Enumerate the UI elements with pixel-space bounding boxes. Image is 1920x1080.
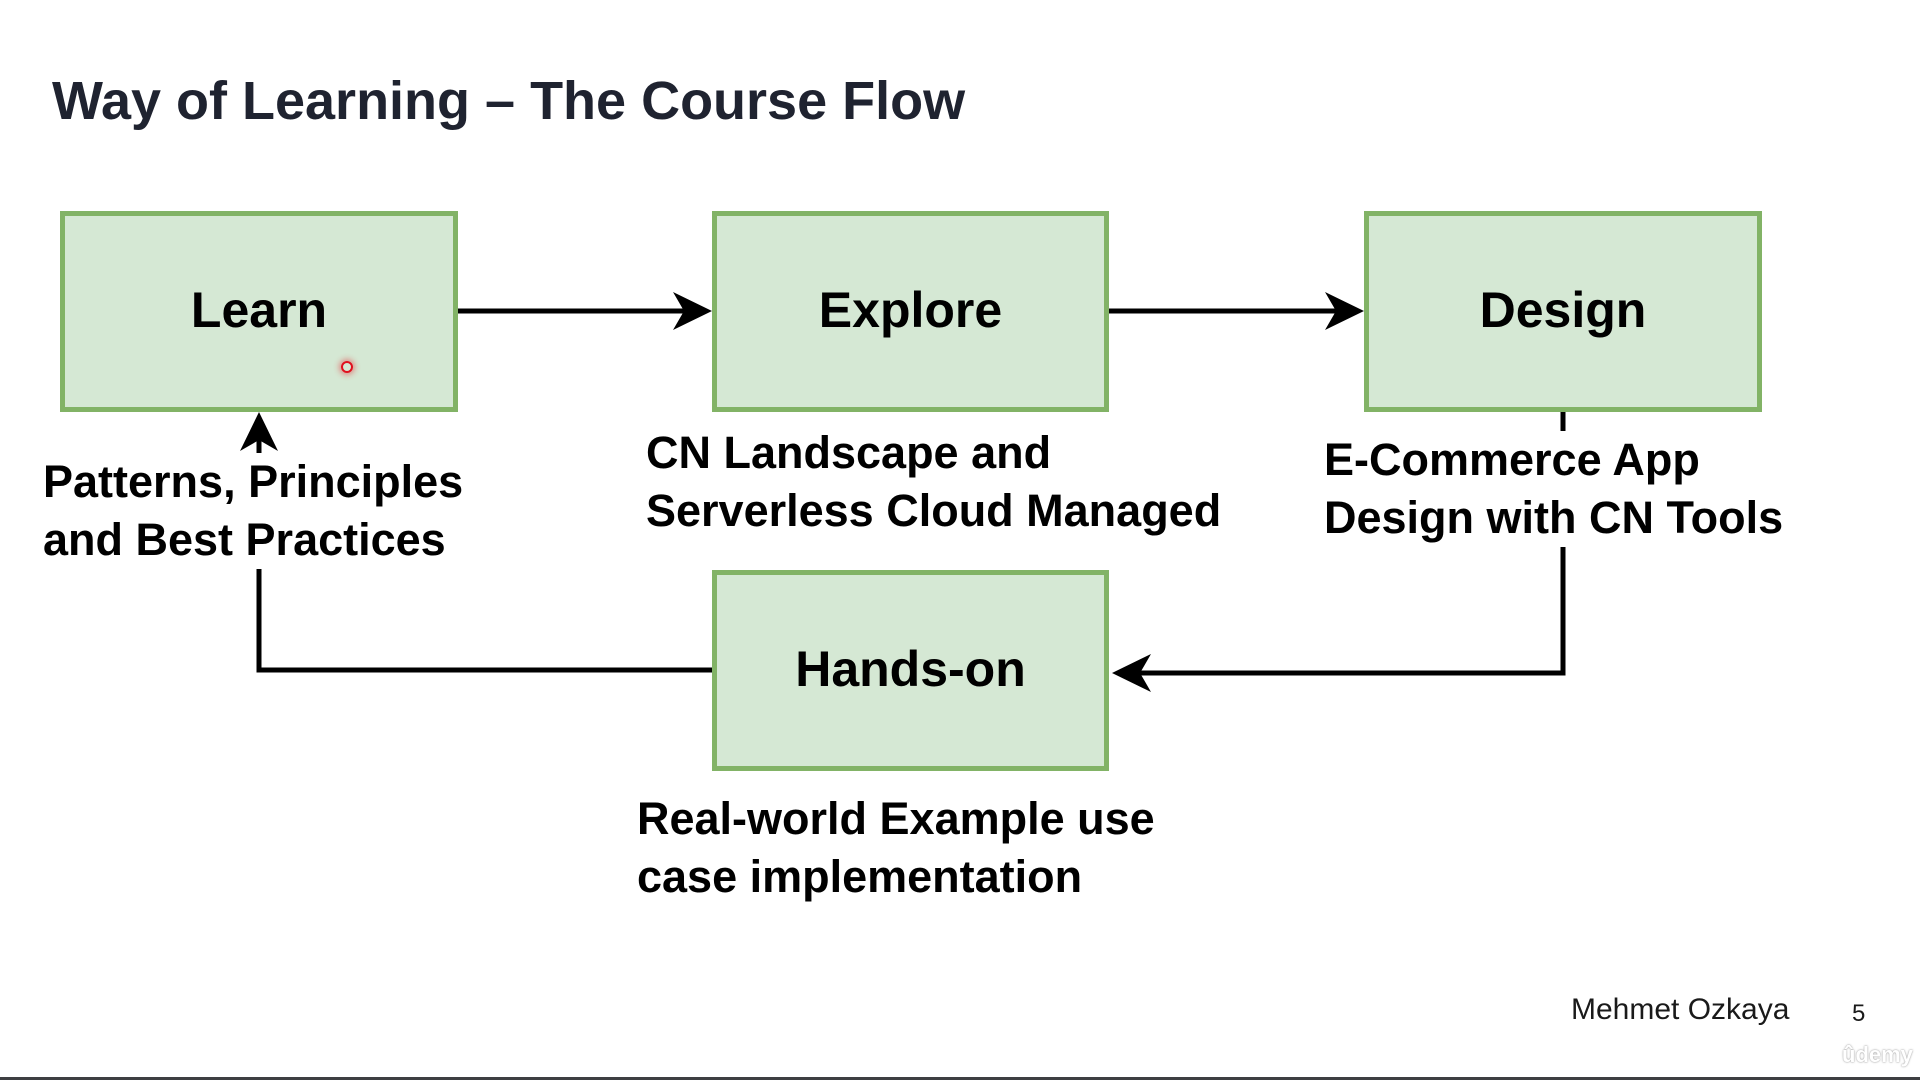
laser-pointer-icon — [341, 361, 353, 373]
handson-description-line-1: Real-world Example use — [637, 790, 1155, 848]
arrowhead-design-handson — [1112, 654, 1151, 692]
learn-description: Patterns, Principles and Best Practices — [43, 453, 464, 569]
node-explore-label: Explore — [818, 281, 1003, 338]
node-design-label: Design — [1479, 281, 1647, 338]
arrowhead-handson-learn — [240, 412, 278, 451]
footer-author: Mehmet Ozkaya — [1571, 993, 1790, 1026]
learn-description-line-2: and Best Practices — [43, 511, 446, 569]
design-description-line-1: E-Commerce App — [1324, 431, 1700, 489]
explore-description-line-1: CN Landscape and — [646, 424, 1052, 482]
handson-description-line-2: case implementation — [637, 848, 1083, 906]
video-progress-bar[interactable] — [0, 1077, 1920, 1080]
explore-description: CN Landscape and Serverless Cloud Manage… — [646, 424, 1222, 540]
udemy-watermark-logo: ûdemy — [1842, 1042, 1913, 1067]
page-number: 5 — [1852, 1000, 1866, 1027]
design-description: E-Commerce App Design with CN Tools — [1324, 431, 1784, 547]
node-handson-label: Hands-on — [795, 640, 1026, 697]
node-explore: Explore — [712, 211, 1109, 412]
learn-description-line-1: Patterns, Principles — [43, 453, 464, 511]
design-description-line-2: Design with CN Tools — [1324, 489, 1784, 547]
explore-description-line-2: Serverless Cloud Managed — [646, 482, 1222, 540]
slide-title: Way of Learning – The Course Flow — [52, 71, 966, 131]
arrowhead-explore-design — [1325, 292, 1364, 330]
handson-description: Real-world Example use case implementati… — [637, 790, 1155, 906]
arrowhead-learn-explore — [673, 292, 712, 330]
node-learn: Learn — [60, 211, 458, 412]
node-design: Design — [1364, 211, 1762, 412]
node-learn-label: Learn — [190, 281, 328, 338]
node-handson: Hands-on — [712, 570, 1109, 771]
